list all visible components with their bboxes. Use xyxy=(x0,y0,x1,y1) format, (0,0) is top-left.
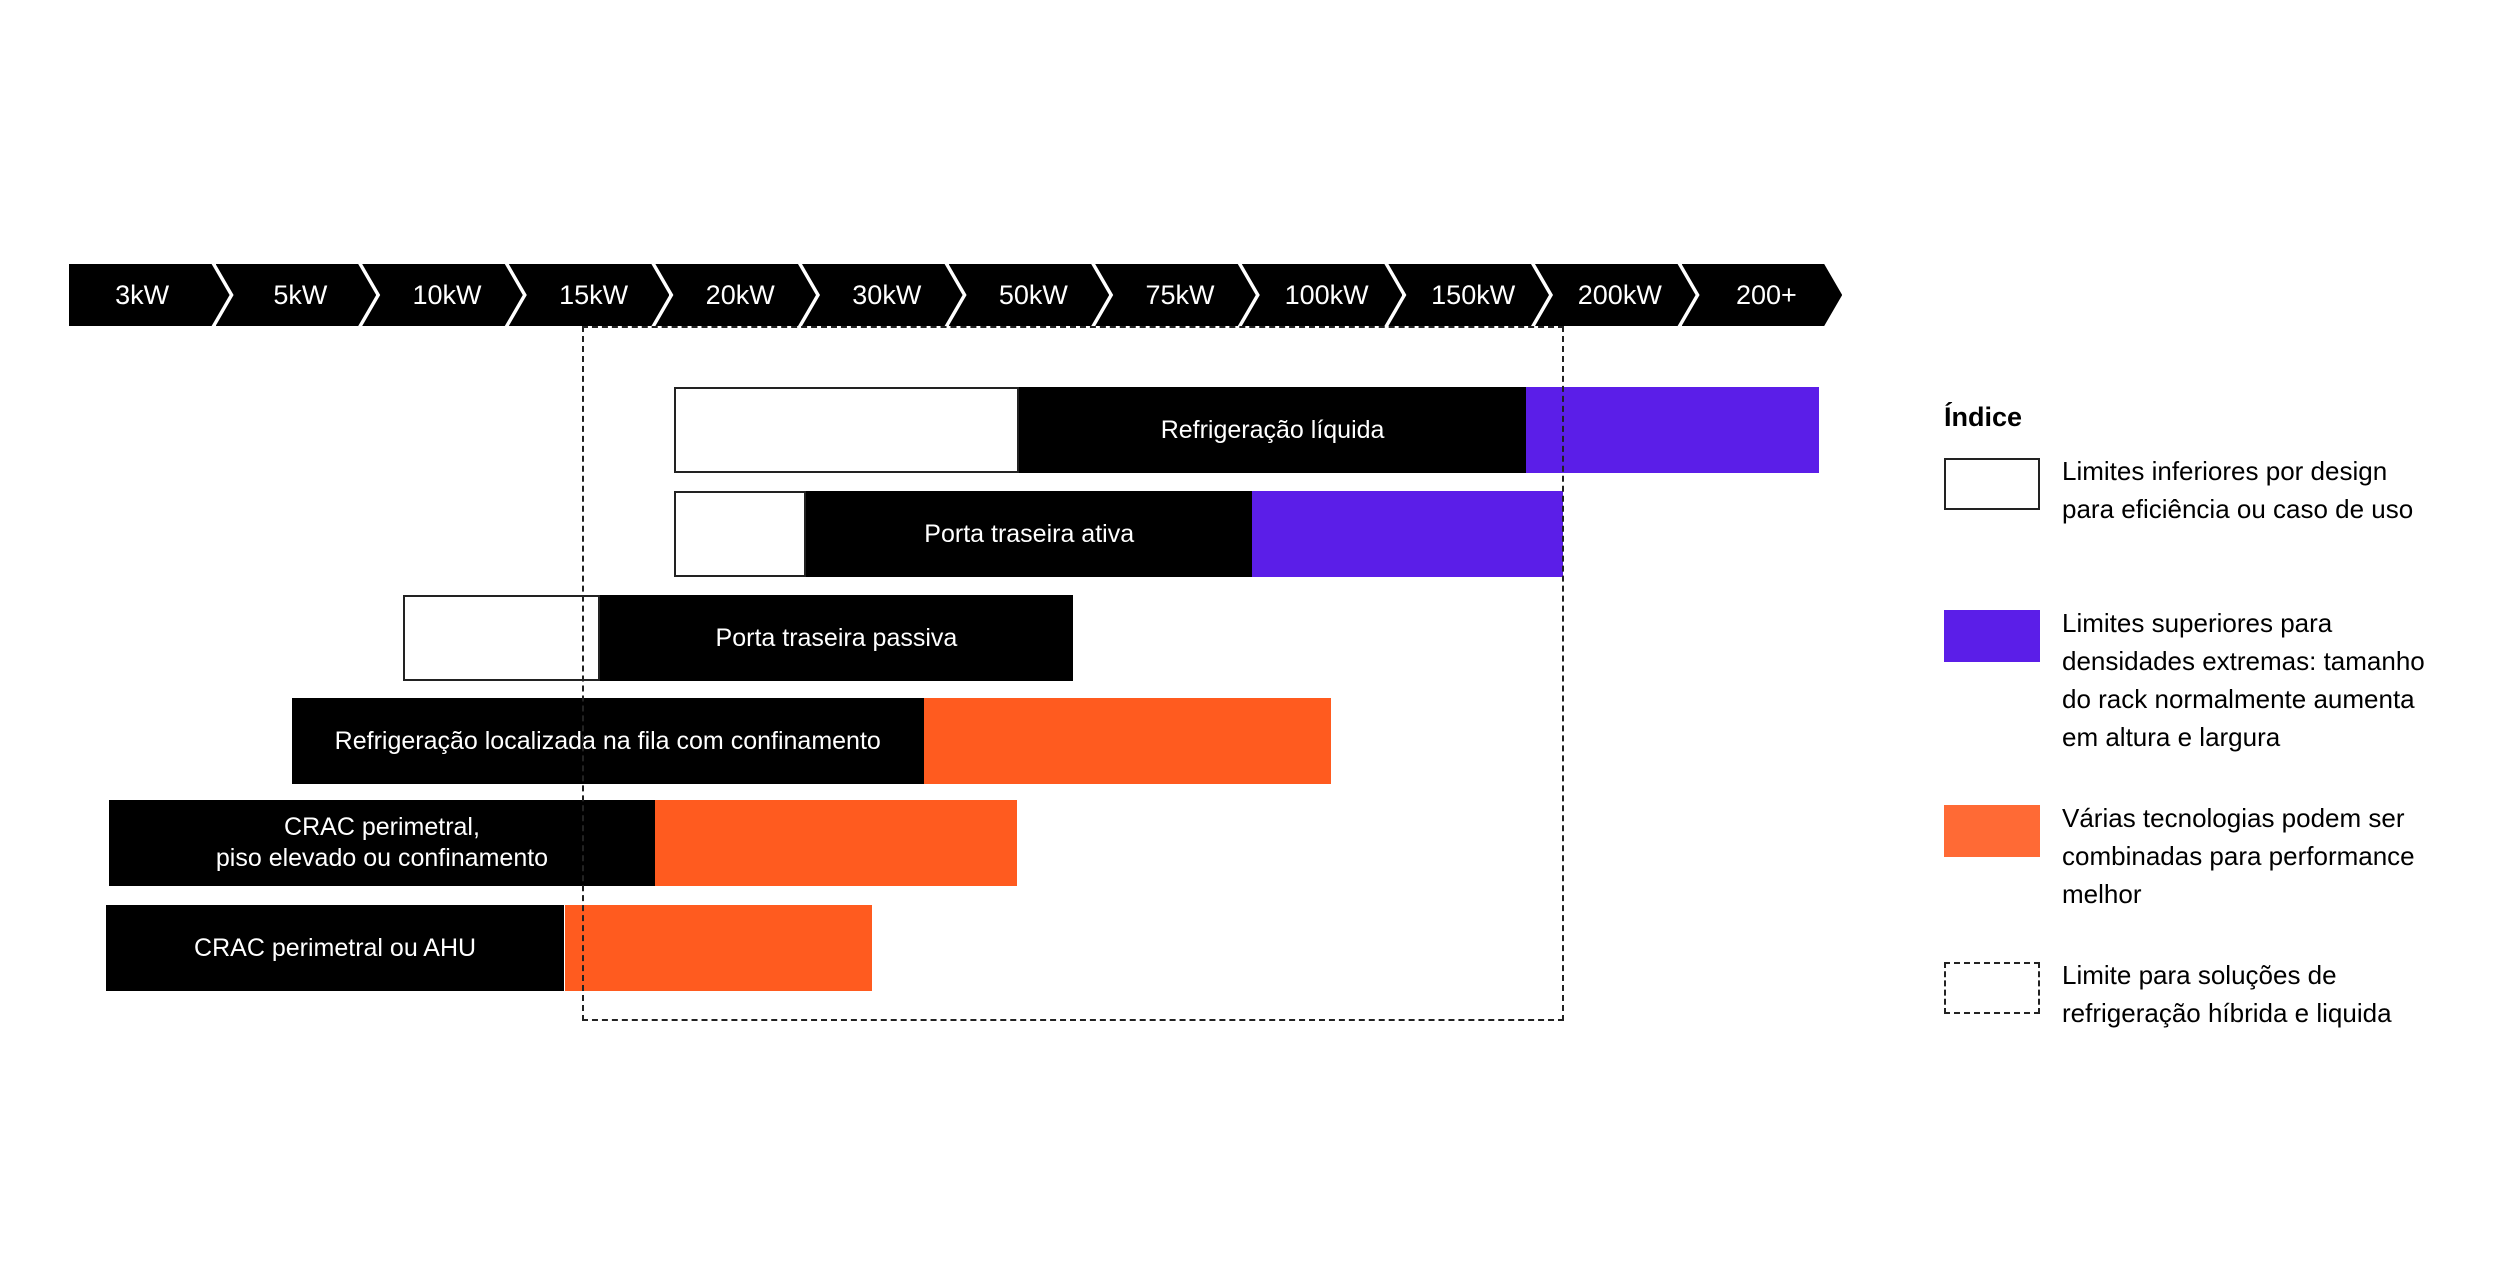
bar-label: CRAC perimetral ou AHU xyxy=(194,933,477,962)
bar-label: Porta traseira passiva xyxy=(715,623,958,652)
scale-step-7 xyxy=(1095,264,1256,326)
bar-segment-core xyxy=(806,491,1253,577)
legend-text-hybrid-limit: Limite para soluções de refrigeração híb… xyxy=(2062,960,2392,1028)
scale-label: 100kW xyxy=(1284,280,1369,310)
bar-segment-core xyxy=(1018,387,1527,473)
legend-text-lower-limits: Limites inferiores por design para efici… xyxy=(2062,456,2414,524)
scale-step-11 xyxy=(1681,264,1842,326)
bar-segment-core xyxy=(291,698,924,784)
legend-title: Índice xyxy=(1944,402,2023,432)
bar-segment-upper xyxy=(1526,387,1820,473)
scale-label: 20kW xyxy=(705,280,775,310)
bar-segment-combined xyxy=(655,800,1018,886)
legend-swatch-upper-limits xyxy=(1944,610,2040,662)
scale-label: 5kW xyxy=(273,280,328,310)
scale-step-1 xyxy=(215,264,376,326)
scale-step-4 xyxy=(655,264,816,326)
bar-label: Porta traseira ativa xyxy=(924,519,1135,548)
bar-segment-combined xyxy=(923,698,1332,784)
scale-label: 30kW xyxy=(852,280,922,310)
bar-segment-core xyxy=(108,800,656,886)
scale-label: 15kW xyxy=(559,280,629,310)
scale-label: 150kW xyxy=(1431,280,1516,310)
bar-label: Refrigeração localizada na fila com conf… xyxy=(334,726,881,755)
bar-segment-lower xyxy=(674,491,807,577)
scale-label: 75kW xyxy=(1145,280,1215,310)
bar-segment-lower xyxy=(403,595,600,681)
bar-segment-core xyxy=(599,595,1074,681)
bar-label: Refrigeração líquida xyxy=(1160,415,1385,444)
scale-label: 10kW xyxy=(412,280,482,310)
scale-step-9 xyxy=(1388,264,1549,326)
legend-swatch-lower-limits xyxy=(1944,458,2040,510)
scale-label: 50kW xyxy=(998,280,1068,310)
legend-swatch-combined-technologies xyxy=(1944,805,2040,857)
scale-step-6 xyxy=(948,264,1109,326)
bar-segment-core xyxy=(105,905,565,991)
scale-step-0 xyxy=(69,264,230,326)
scale-label: 200kW xyxy=(1577,280,1662,310)
legend-swatch-hybrid-limit xyxy=(1944,962,2040,1014)
scale-step-8 xyxy=(1241,264,1402,326)
legend-text-combined-technologies: Várias tecnologias podem ser combinadas … xyxy=(2062,803,2415,909)
scale-step-2 xyxy=(362,264,523,326)
scale-step-5 xyxy=(802,264,963,326)
scale-label: 3kW xyxy=(115,280,170,310)
bar-segment-lower xyxy=(674,387,1019,473)
scale-label: 200+ xyxy=(1735,280,1797,310)
scale-step-3 xyxy=(508,264,669,326)
bar-label: CRAC perimetral, piso elevado ou confina… xyxy=(215,813,549,872)
legend-text-upper-limits: Limites superiores para densidades extre… xyxy=(2062,608,2425,752)
bar-segment-upper xyxy=(1252,491,1563,577)
bar-segment-combined xyxy=(564,905,873,991)
scale-step-10 xyxy=(1535,264,1696,326)
